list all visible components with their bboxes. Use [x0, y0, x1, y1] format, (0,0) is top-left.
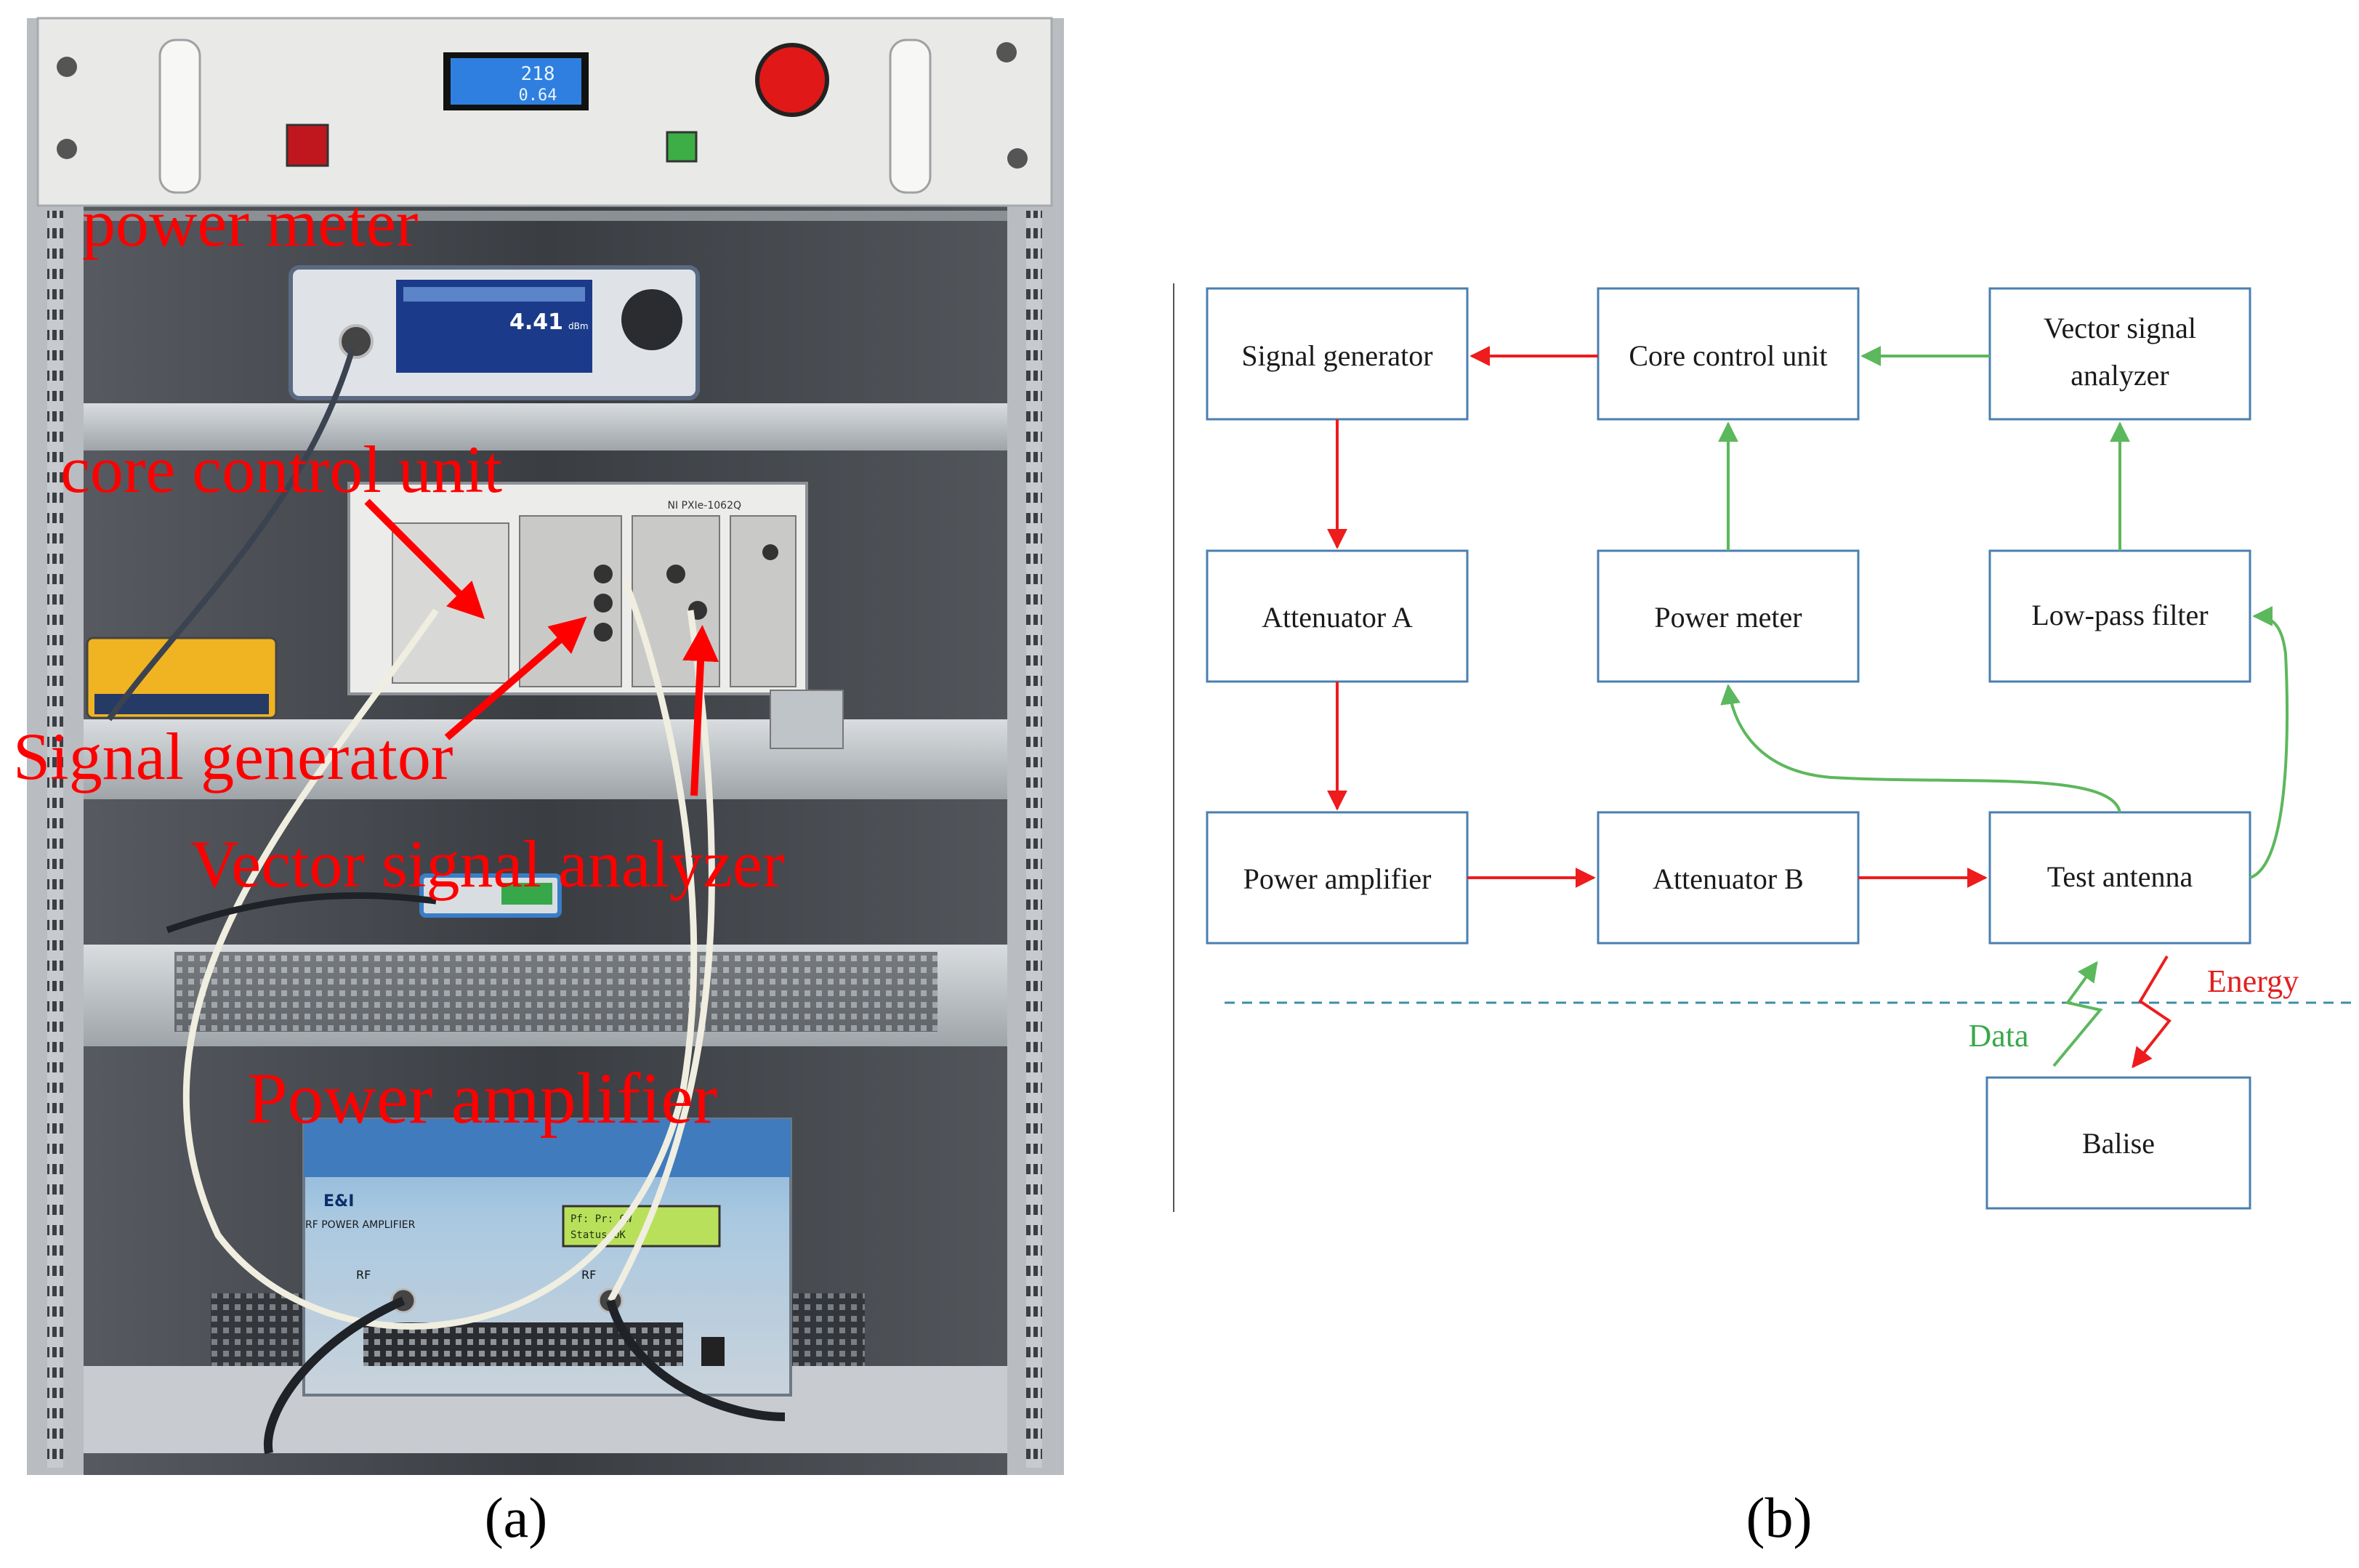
- box-power-meter-label: Power meter: [1654, 601, 1802, 634]
- box-vector-signal-analyzer-label-line2: analyzer: [2070, 359, 2169, 392]
- caption-b: (b): [1746, 1486, 1812, 1549]
- rack-left-rail-holes: [47, 211, 63, 1468]
- pxi-model-label: NI PXIe-1062Q: [667, 500, 741, 512]
- voltmeter-lcd: [451, 58, 581, 105]
- power-switch-green[interactable]: [666, 131, 698, 163]
- box-core-control-unit-label: Core control unit: [1629, 339, 1827, 372]
- power-meter-reading: 4.41: [509, 310, 563, 335]
- box-vector-signal-analyzer: [1988, 287, 2251, 421]
- pxi-connector: [594, 565, 613, 583]
- cable: [608, 610, 715, 1303]
- amp-brand: E&I: [323, 1192, 354, 1211]
- label-vector-signal-analyzer: Vector signal analyzer: [190, 827, 784, 901]
- amp-rf-in-label: RF: [356, 1268, 371, 1282]
- pxi-module: [730, 515, 797, 687]
- voltmeter-reading-top: 218: [521, 63, 555, 85]
- rack-shelf: [84, 719, 1007, 799]
- core-control-unit-arrow: [364, 498, 485, 620]
- top-panel-screw: [57, 57, 77, 77]
- box-signal-generator-label: Signal generator: [1241, 339, 1432, 372]
- box-balise: [1985, 1076, 2251, 1210]
- cable: [182, 580, 698, 1330]
- pxi-connector: [594, 623, 613, 642]
- voltmeter-reading-bottom: 0.64: [519, 86, 557, 105]
- rack-right-rail-holes: [1026, 211, 1042, 1468]
- usb-adapter-label: [501, 883, 552, 905]
- top-control-panel: [36, 17, 1053, 207]
- box-power-amplifier-label: Power amplifier: [1243, 862, 1432, 895]
- power-switch-red[interactable]: [286, 124, 329, 167]
- pxi-connector: [594, 594, 613, 613]
- cable: [263, 1296, 406, 1455]
- box-power-amplifier: [1206, 811, 1469, 945]
- rf-power-amplifier-top: [304, 1119, 791, 1177]
- box-low-pass-filter-label: Low-pass filter: [2031, 599, 2208, 631]
- box-attenuator-b-label: Attenuator B: [1653, 862, 1804, 895]
- box-attenuator-a: [1206, 549, 1469, 683]
- caption-a: (a): [485, 1486, 548, 1549]
- box-core-control-unit: [1597, 287, 1860, 421]
- pxi-vector-signal-analyzer-module: [632, 515, 720, 687]
- amp-power-switch[interactable]: [701, 1337, 725, 1366]
- box-low-pass-filter: [1988, 549, 2251, 683]
- power-meter-unit: dBm: [568, 321, 589, 331]
- rack-shelf: [84, 211, 1007, 221]
- data-label: Data: [1968, 1018, 2028, 1054]
- top-panel-screw: [57, 139, 77, 159]
- label-power-amplifier: Power amplifier: [247, 1058, 717, 1139]
- box-vector-signal-analyzer-label-line1: Vector signal: [2044, 312, 2196, 344]
- top-panel-left-handle: [158, 39, 201, 194]
- cable: [166, 892, 437, 934]
- block-diagram: Signal generator Core control unit Vecto…: [1173, 283, 2353, 1212]
- top-panel-screw: [1007, 148, 1028, 169]
- shelf-vent-grille: [174, 952, 937, 1032]
- emergency-stop-button[interactable]: [755, 43, 829, 117]
- rack-photo: 218 0.64 4.41 dBm NI PXIe-1062Q: [13, 17, 1064, 1475]
- power-meter-screen-header: [403, 287, 585, 302]
- pxi-connector: [762, 544, 778, 560]
- top-panel-screw: [996, 42, 1017, 62]
- power-meter-keypad[interactable]: [621, 289, 682, 350]
- cable: [106, 347, 355, 722]
- pxi-connector: [666, 565, 685, 583]
- energy-signal-arrow: [2132, 955, 2172, 1069]
- box-balise-label: Balise: [2082, 1127, 2155, 1160]
- vector-signal-analyzer-arrow: [682, 625, 719, 796]
- box-power-meter: [1597, 549, 1860, 683]
- metal-bracket: [770, 690, 844, 749]
- amp-rf-out-label: RF: [581, 1268, 596, 1282]
- amp-lcd-line1: Pf: Pr: 0W: [570, 1213, 632, 1225]
- top-panel-right-handle: [889, 39, 932, 194]
- amp-title: RF POWER AMPLIFIER: [305, 1219, 416, 1231]
- signal-generator-arrow: [444, 616, 587, 740]
- label-power-meter: power meter: [82, 186, 418, 260]
- power-meter-sensor-port: [339, 324, 374, 359]
- label-core-control-unit: core control unit: [60, 432, 502, 506]
- rack-shelf: [84, 403, 1007, 450]
- energy-label: Energy: [2207, 963, 2299, 999]
- data-signal-arrow: [2052, 961, 2103, 1067]
- box-attenuator-a-label: Attenuator A: [1262, 601, 1413, 634]
- arrow-test-antenna-to-power-meter: [1720, 684, 2121, 813]
- label-signal-generator: Signal generator: [13, 719, 453, 793]
- cable: [606, 1299, 786, 1421]
- box-test-antenna-label: Test antenna: [2047, 860, 2193, 893]
- box-signal-generator: [1206, 287, 1469, 421]
- arrow-test-antenna-to-low-pass-filter: [2249, 606, 2289, 879]
